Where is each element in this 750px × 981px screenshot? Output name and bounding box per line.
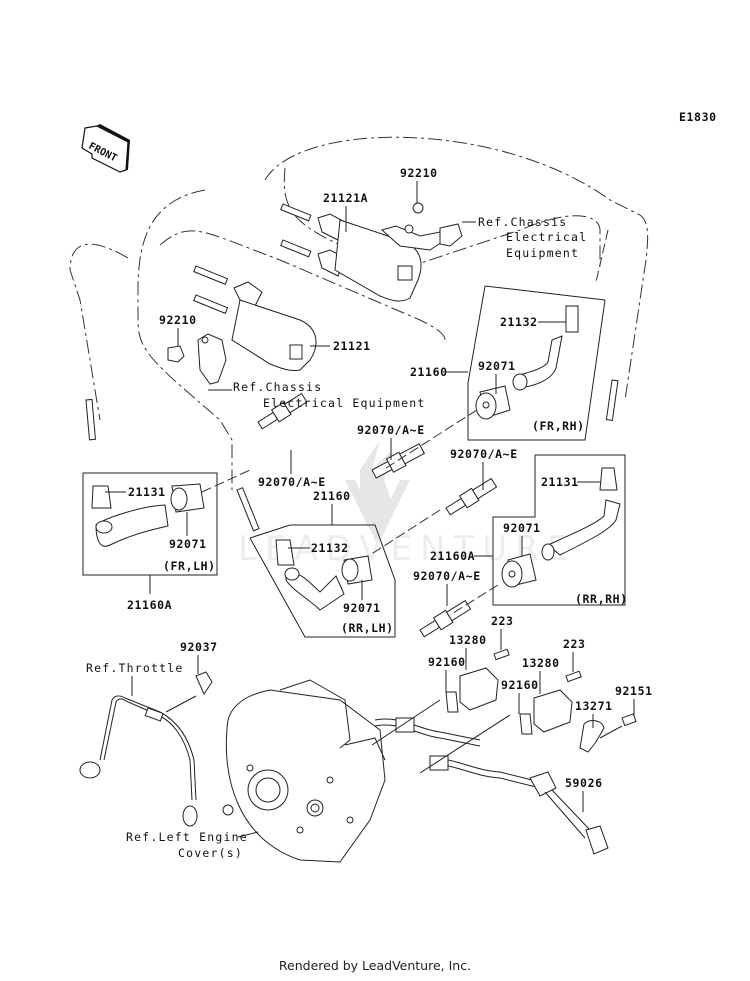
label-21121A: 21121A — [323, 191, 368, 205]
label-92070-d: 92070/A~E — [413, 569, 481, 583]
spark-plug-c — [445, 477, 498, 516]
label-21131-rr-rh: 21131 — [541, 475, 579, 489]
ref-left-engine-line1: Ref.Left Engine — [126, 830, 248, 844]
diagram-code: E1830 — [679, 110, 717, 124]
label-92071-fr-rh: 92071 — [478, 359, 516, 373]
left-engine-cover — [222, 679, 386, 863]
ref-chassis-left-line1: Ref.Chassis — [233, 380, 322, 394]
label-92210-left: 92210 — [159, 313, 197, 327]
throttle-bracket — [79, 671, 213, 827]
plug-cap-rr-lh — [236, 487, 396, 638]
ref-throttle: Ref.Throttle — [86, 661, 183, 675]
label-92071-rr-lh: 92071 — [343, 601, 381, 615]
plug-cap-fr-rh — [467, 285, 606, 441]
label-13280-a: 13280 — [449, 633, 487, 647]
label-223-b: 223 — [563, 637, 586, 651]
spark-plug-a — [257, 392, 308, 430]
label-92151: 92151 — [615, 684, 653, 698]
label-21160-fr-rh: 21160 — [410, 365, 448, 379]
label-92070-a: 92070/A~E — [357, 423, 425, 437]
label-59026: 59026 — [565, 776, 603, 790]
plug-cap-rr-rh — [492, 379, 626, 606]
label-92070-b: 92070/A~E — [258, 475, 326, 489]
spark-plug-d — [419, 599, 472, 638]
label-92160-a: 92160 — [428, 655, 466, 669]
wire-routing-lines — [69, 136, 649, 490]
label-13271: 13271 — [575, 699, 613, 713]
ref-left-engine-line2: Cover(s) — [178, 846, 243, 860]
label-92160-b: 92160 — [501, 678, 539, 692]
tag-rr-rh: (RR,RH) — [575, 592, 628, 606]
label-21160A-rr-rh: 21160A — [430, 549, 475, 563]
ignition-coil-21121 — [167, 265, 317, 385]
label-13280-b: 13280 — [522, 656, 560, 670]
ignition-coil-21121A — [280, 203, 463, 302]
label-92070-c: 92070/A~E — [450, 447, 518, 461]
label-92071-rr-rh: 92071 — [503, 521, 541, 535]
ref-chassis-top-line3: Equipment — [506, 246, 579, 260]
callout-labels: 92210 21121A Ref.Chassis Electrical Equi… — [86, 166, 653, 860]
footer-credit: Rendered by LeadVenture, Inc. — [278, 958, 472, 973]
tag-fr-rh: (FR,RH) — [532, 419, 585, 433]
label-21132-rr-lh: 21132 — [311, 541, 349, 555]
tag-rr-lh: (RR,LH) — [341, 621, 394, 635]
label-92210-top: 92210 — [400, 166, 438, 180]
label-223-a: 223 — [491, 614, 514, 628]
pickup-coil-harness — [371, 699, 609, 855]
tag-fr-lh: (FR,LH) — [163, 559, 216, 573]
pickup-brackets — [445, 648, 637, 753]
label-92071-fr-lh: 92071 — [169, 537, 207, 551]
ref-chassis-top-line1: Ref.Chassis — [478, 215, 567, 229]
ref-chassis-left-line2: Electrical Equipment — [263, 396, 425, 410]
ref-chassis-top-line2: Electrical — [506, 230, 587, 244]
label-21121: 21121 — [333, 339, 371, 353]
label-21132-fr-rh: 21132 — [500, 315, 538, 329]
plug-cap-fr-lh — [82, 398, 218, 576]
spark-plugs — [201, 392, 499, 638]
label-92037: 92037 — [180, 640, 218, 654]
label-21160A-fr-lh: 21160A — [127, 598, 172, 612]
label-21160-rr-lh: 21160 — [313, 489, 351, 503]
front-arrow-icon: FRONT — [81, 124, 130, 173]
label-21131-fr-lh: 21131 — [128, 485, 166, 499]
watermark-v-icon — [345, 480, 410, 545]
